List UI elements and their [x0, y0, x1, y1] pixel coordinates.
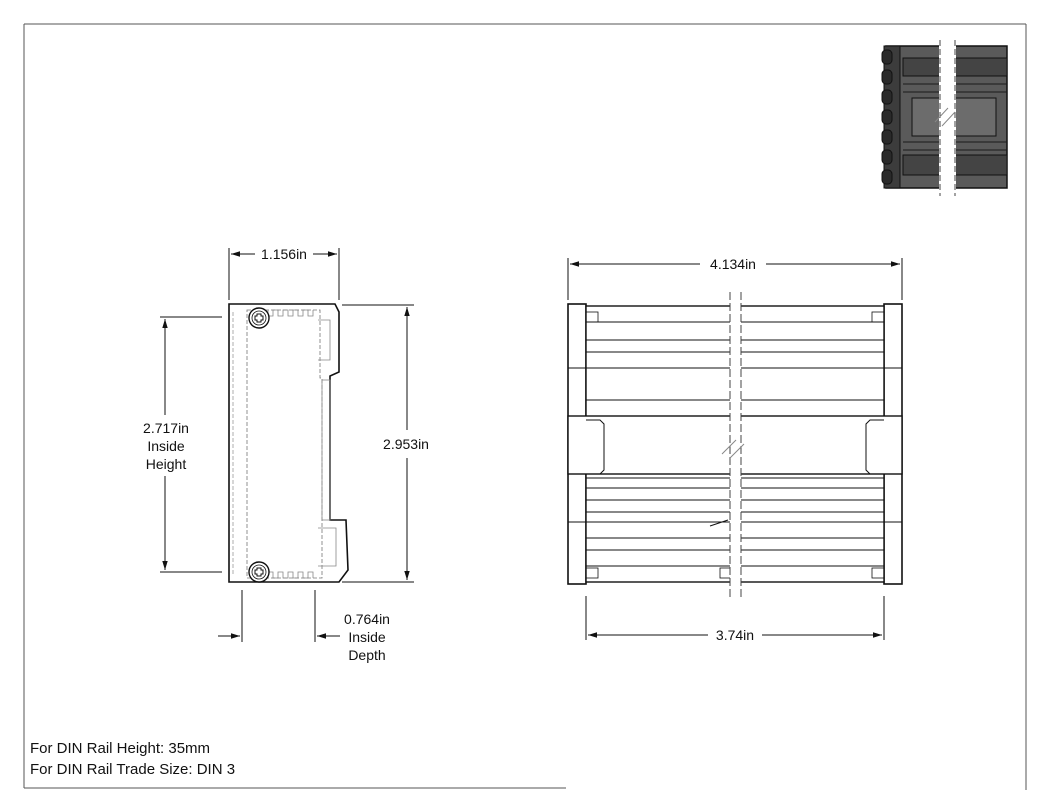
break-line	[721, 292, 745, 598]
front-view-dimensions	[567, 258, 903, 640]
overall-width-dimension: 4.134in	[710, 256, 756, 272]
side-width-dimension: 1.156in	[261, 246, 307, 262]
inside-depth-line3: Depth	[348, 647, 385, 663]
inside-height-value: 2.717in	[143, 420, 189, 436]
side-view	[228, 303, 349, 583]
sheet-border	[23, 23, 1027, 790]
inside-depth-value: 0.764in	[344, 611, 390, 627]
inside-height-line2: Inside	[147, 438, 185, 454]
screw-bottom-icon	[248, 561, 270, 583]
screw-top-icon	[248, 307, 270, 329]
side-view-dimensions	[160, 248, 414, 642]
thumbnail-view	[881, 40, 1008, 196]
inside-depth-line2: Inside	[348, 629, 386, 645]
din-rail-height-note: For DIN Rail Height: 35mm	[30, 740, 211, 757]
din-rail-trade-size-note: For DIN Rail Trade Size: DIN 3	[30, 761, 236, 778]
inside-height-line3: Height	[146, 456, 187, 472]
inner-width-dimension: 3.74in	[716, 627, 754, 643]
overall-height-dimension: 2.953in	[383, 436, 429, 452]
